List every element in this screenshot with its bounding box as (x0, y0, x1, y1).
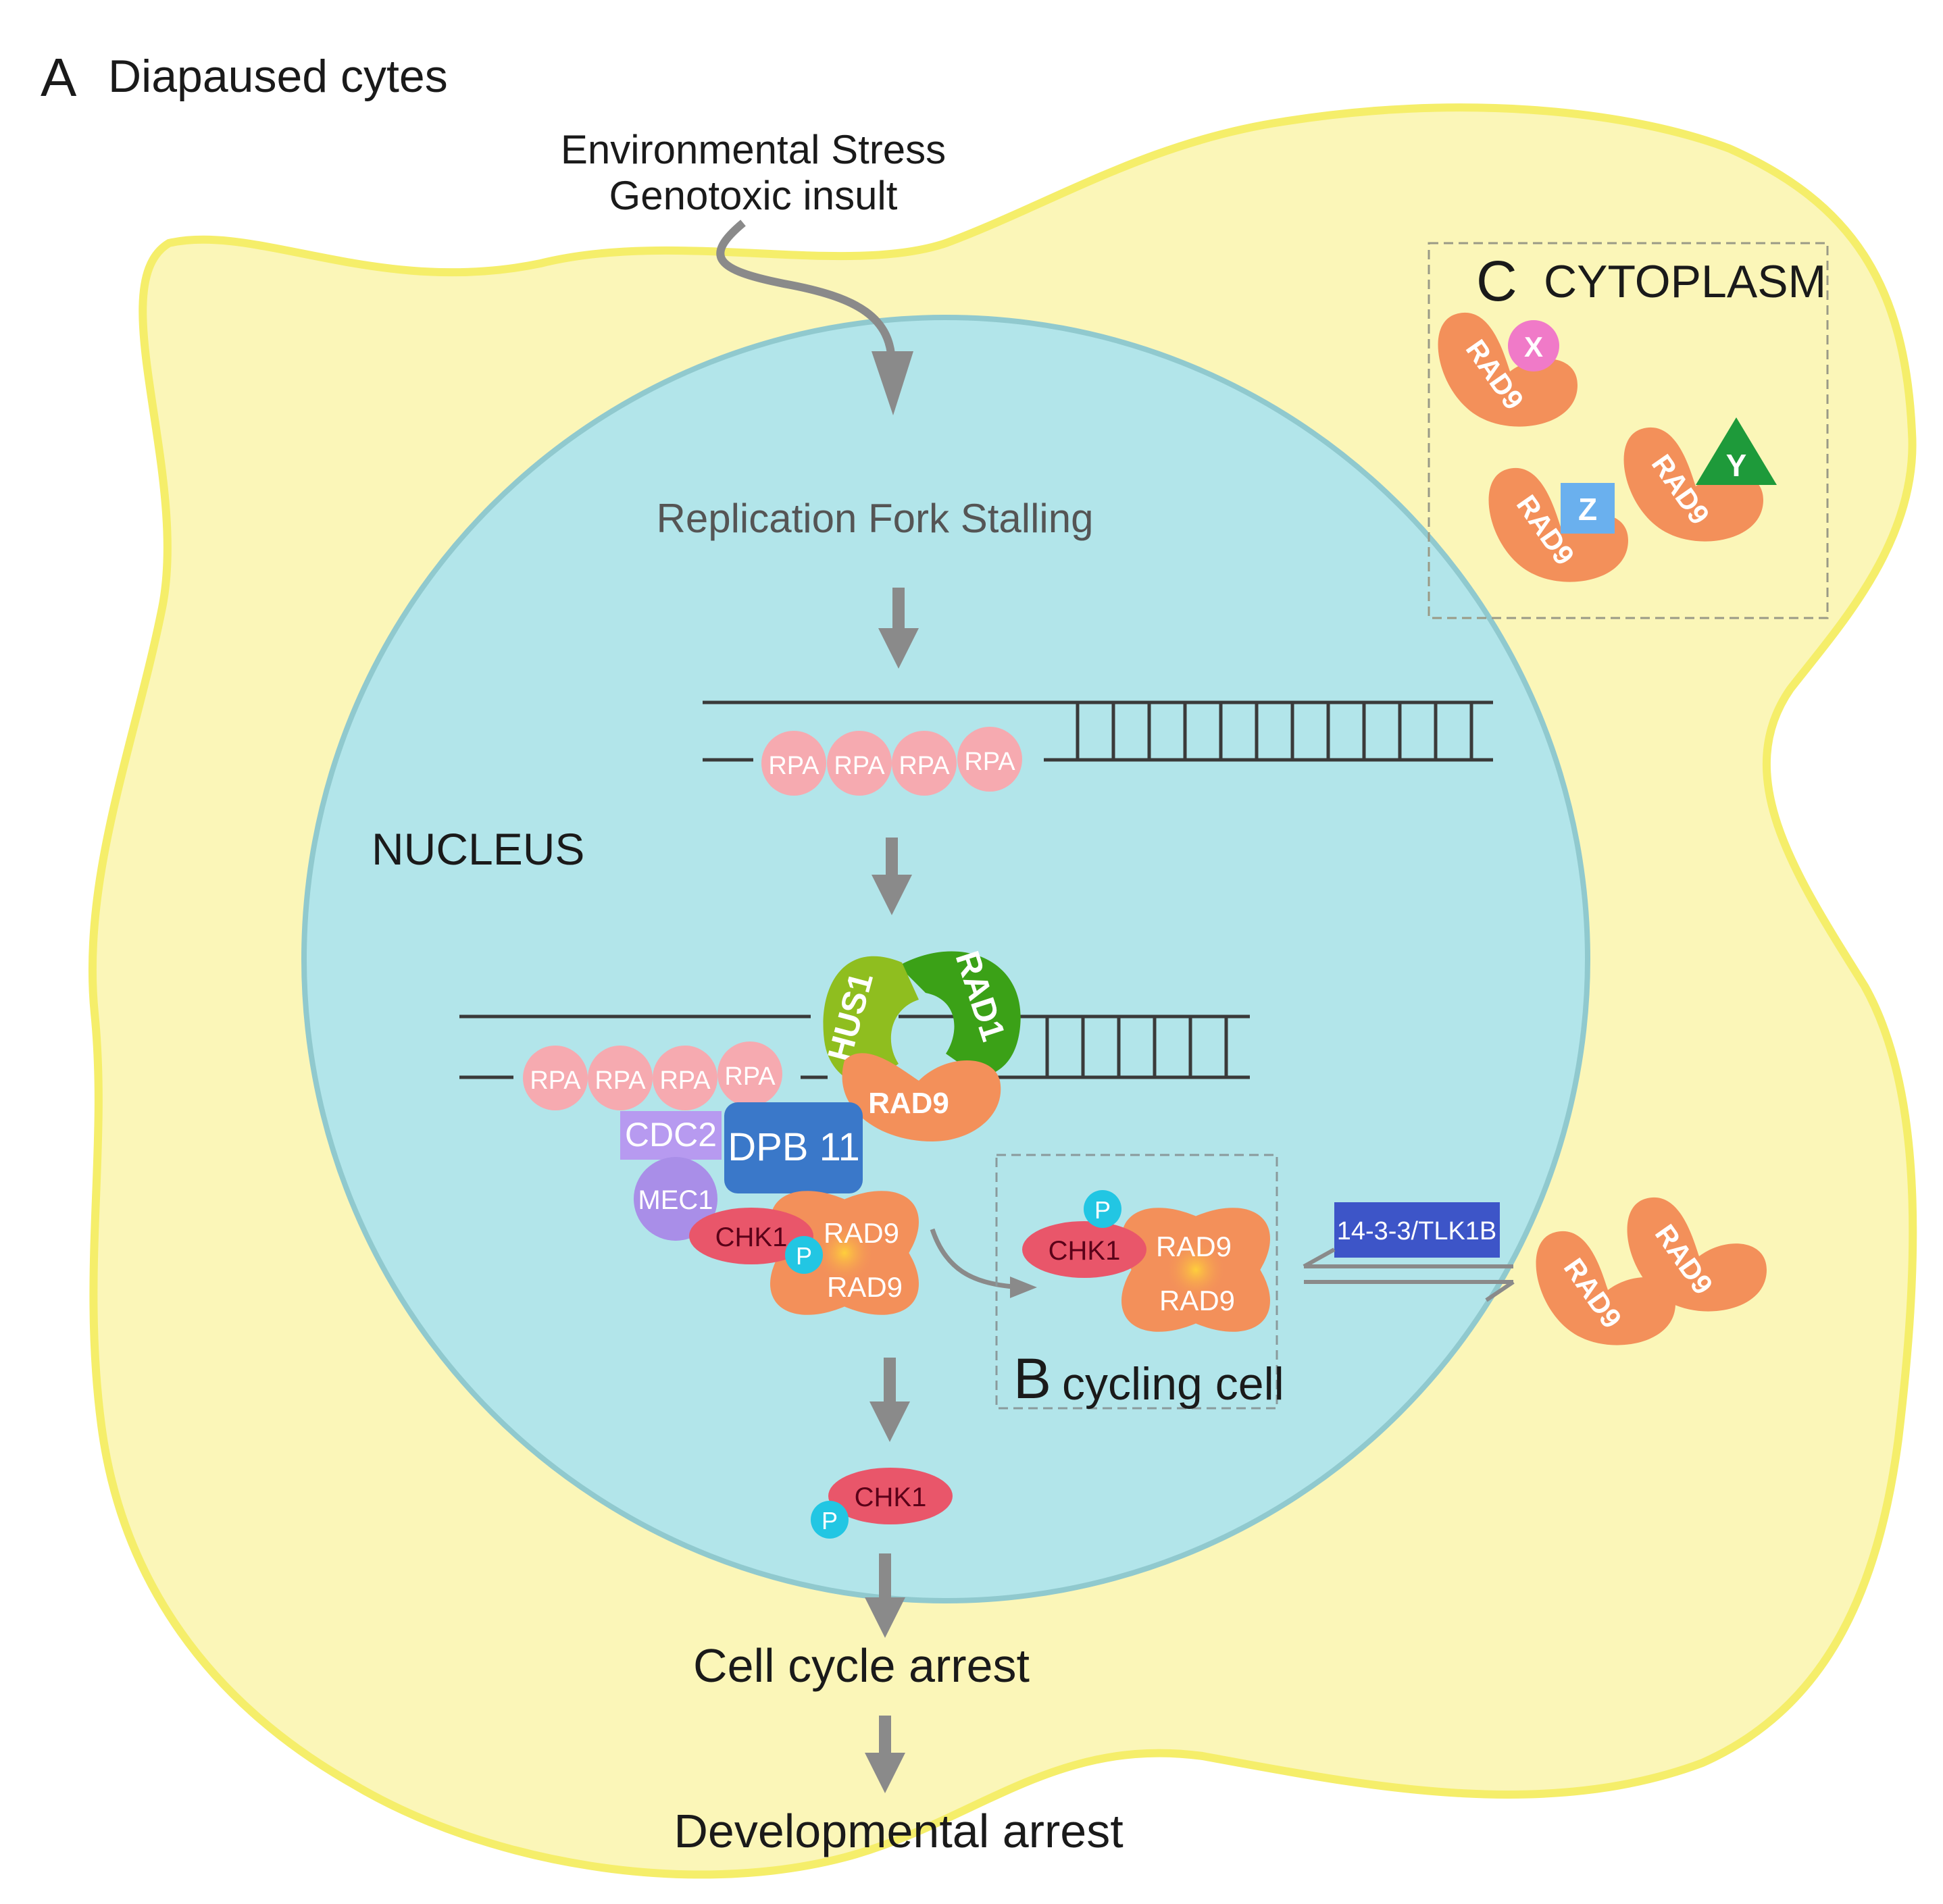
replication-fork-stalling-label: Replication Fork Stalling (657, 496, 1094, 541)
rpa-protein (588, 1046, 653, 1110)
rpa-label: RPA (724, 1062, 776, 1091)
rad9-label: RAD9 (824, 1217, 899, 1249)
flow-arrow-2-head (872, 875, 912, 915)
rpa-protein (761, 731, 826, 796)
partner-x-label: X (1524, 331, 1543, 363)
flow-arrow-3-head (869, 1401, 910, 1442)
panel-c-title: CYTOPLASM (1544, 256, 1826, 307)
rpa-cluster-2: RPA RPA RPA RPA (523, 1041, 782, 1110)
rpa-protein (653, 1046, 717, 1110)
panel-b-box (995, 1154, 1278, 1410)
rpa-protein (827, 731, 892, 796)
rpa-label: RPA (964, 748, 1015, 776)
nucleus-label: NUCLEUS (372, 824, 584, 874)
to-cycling-arrow (930, 1228, 1014, 1289)
panel-c-letter: C (1476, 249, 1517, 313)
chk1-kinase (689, 1208, 813, 1264)
dpb11-protein (724, 1102, 863, 1193)
cdc2-kinase (620, 1111, 722, 1160)
rpa-protein (892, 731, 957, 796)
flow-arrow-5-head (865, 1753, 905, 1793)
chk1-label: CHK1 (715, 1223, 788, 1252)
flow-arrow-1-head (878, 628, 919, 669)
panel-a-letter: A (41, 47, 77, 107)
rad9-clamp-subunit (842, 1053, 1001, 1141)
rpa-label: RPA (595, 1066, 646, 1095)
chk1-kinase-active (828, 1468, 953, 1524)
hus1-subunit (823, 956, 919, 1087)
cdc2-label: CDC2 (625, 1116, 717, 1154)
phospho-label: P (822, 1507, 838, 1535)
chk1-label: CHK1 (855, 1483, 927, 1512)
partner-x (1508, 320, 1559, 371)
panel-a-title: Diapaused cytes (108, 51, 448, 102)
phospho-label: P (1094, 1196, 1111, 1224)
panel-b-title: cycling cell (1062, 1358, 1284, 1410)
flow-arrow-4-head (865, 1597, 905, 1638)
rpa-protein (717, 1041, 782, 1106)
outcome-cell-cycle-arrest: Cell cycle arrest (693, 1639, 1030, 1692)
panel-b-letter: B (1013, 1347, 1051, 1410)
rpa-protein (523, 1046, 588, 1110)
rpa-cluster-1: RPA RPA RPA RPA (761, 727, 1022, 796)
panel-c-box (1428, 242, 1829, 619)
rpa-label: RPA (530, 1066, 581, 1095)
rpa-label: RPA (768, 752, 819, 780)
rad9-label: RAD9 (827, 1271, 903, 1303)
stress-arrow-head (872, 351, 913, 415)
rpa-label: RPA (659, 1066, 711, 1095)
outcome-developmental-arrest: Developmental arrest (674, 1805, 1123, 1857)
phospho-group (1084, 1190, 1121, 1228)
rad9-label: RAD9 (1159, 1285, 1235, 1316)
transport-protein-box (1334, 1202, 1500, 1258)
chk1-kinase (1022, 1221, 1146, 1278)
rpa-label: RPA (834, 752, 885, 780)
transport-label: 14-3-3/TLK1B (1337, 1217, 1497, 1245)
partner-z (1561, 483, 1615, 534)
rpa-protein (957, 727, 1022, 792)
partner-y (1696, 417, 1777, 485)
rad9-label: RAD9 (1156, 1231, 1232, 1262)
to-cycling-arrow-head (1010, 1277, 1037, 1298)
chk1-label: CHK1 (1049, 1236, 1121, 1266)
mec1-label: MEC1 (638, 1185, 713, 1215)
mec1-kinase (634, 1157, 717, 1241)
stress-label-line2: Genotoxic insult (609, 173, 898, 218)
phospho-group (785, 1236, 823, 1274)
phospho-label: P (796, 1242, 812, 1270)
stress-arrow (716, 220, 896, 365)
rad9-dimer-cycling: RAD9 RAD9 (1121, 1208, 1270, 1332)
rad9-clamp-label: RAD9 (868, 1087, 949, 1120)
partner-z-label: Z (1578, 492, 1597, 527)
dpb11-label: DPB 11 (728, 1125, 860, 1169)
rad9-dimer-nuclear: RAD9 RAD9 (770, 1191, 919, 1315)
phospho-group (811, 1501, 849, 1539)
stress-label-line1: Environmental Stress (561, 127, 946, 172)
rad1-subunit (899, 951, 1021, 1077)
dna-fork-1 (703, 700, 1493, 762)
transport-equilibrium-arrows (1303, 1247, 1515, 1302)
rpa-label: RPA (899, 752, 950, 780)
partner-y-label: Y (1726, 448, 1747, 483)
